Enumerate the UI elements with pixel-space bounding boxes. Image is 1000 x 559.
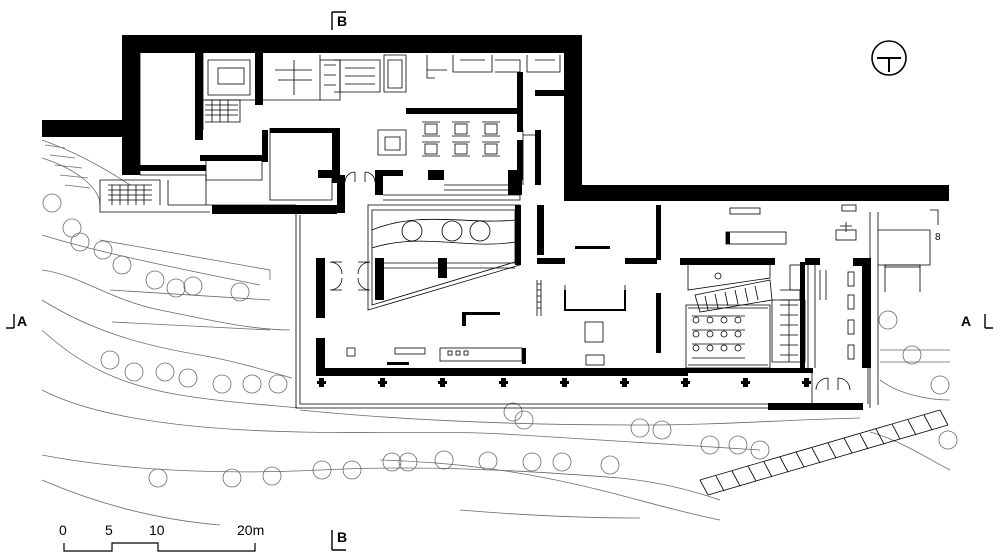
auditorium-seats: [692, 315, 745, 359]
section-label-b-bottom: B: [337, 529, 347, 545]
trees: [42, 193, 958, 488]
section-marker-b-top: B: [331, 11, 347, 30]
cafe-tables: [422, 121, 500, 157]
room-number-label: 8: [935, 232, 941, 243]
section-label-a-right: A: [961, 313, 971, 329]
section-marker-b-bottom: B: [331, 529, 347, 551]
terrace-steps: [44, 144, 91, 189]
exterior-stair-ramp: [699, 409, 949, 496]
walls: [42, 35, 949, 410]
interior-partitions: [100, 45, 561, 206]
section-marker-a-right: A: [961, 313, 993, 329]
section-marker-a-left: A: [6, 313, 27, 329]
scale-bar: 0 5 10 20m: [59, 522, 264, 552]
atrium-skylight: [367, 204, 521, 311]
section-label-b-top: B: [337, 13, 347, 29]
hall-furniture: [346, 246, 626, 366]
north-arrow-icon: [871, 40, 907, 76]
scale-label-0: 0: [59, 522, 67, 538]
scale-label-20m: 20m: [237, 522, 264, 538]
section-label-a-left: A: [17, 313, 27, 329]
columns: [317, 378, 811, 387]
scale-label-10: 10: [149, 522, 165, 538]
east-wing: [685, 204, 921, 404]
scale-label-5: 5: [105, 522, 113, 538]
terrain-contours: [41, 139, 951, 526]
doors: [329, 171, 851, 391]
